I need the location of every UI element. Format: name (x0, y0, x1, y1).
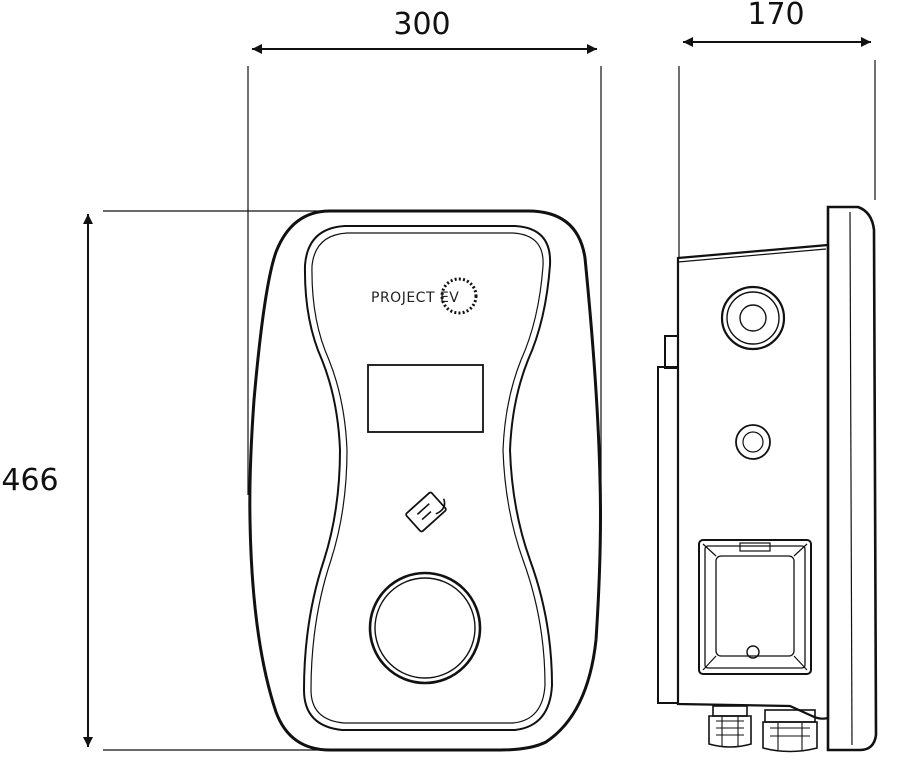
side-wall-bracket (657, 366, 679, 704)
height-dimension: 466 (1, 210, 330, 751)
depth-dimension-label: 170 (747, 0, 804, 32)
rfid-card-icon (405, 491, 447, 533)
side-body-top-edge (677, 248, 827, 263)
charging-socket-inner-ring (374, 577, 476, 679)
side-socket-cover (698, 539, 812, 675)
side-view (657, 205, 878, 753)
side-socket-cover-hinge (739, 542, 771, 552)
front-faceplate-inner-edge (310, 232, 546, 724)
side-socket-cover-frame (698, 539, 812, 675)
side-small-knockout-outer (735, 424, 771, 460)
width-dimension: 300 (247, 7, 602, 495)
front-faceplate-outline (302, 225, 554, 731)
height-dimension-label: 466 (1, 463, 58, 498)
side-large-knockout-ring (726, 291, 780, 345)
side-wall-bracket-tab (664, 335, 679, 369)
brand-logo: PROJECT EV (371, 277, 478, 315)
width-dimension-label: 300 (393, 7, 450, 42)
side-large-knockout-inner (739, 304, 767, 332)
side-large-knockout-outer (720, 285, 786, 351)
side-front-cover (826, 205, 878, 752)
front-housing-outline (248, 209, 602, 752)
side-cable-gland-left (708, 705, 752, 748)
side-cable-gland-right (762, 709, 818, 753)
charging-socket-outer-ring (368, 571, 482, 685)
front-view: PROJECT EV (248, 209, 602, 752)
side-front-cover-edge (849, 211, 853, 746)
side-socket-cover-latch (746, 645, 760, 659)
display-screen (367, 364, 484, 433)
brand-logo-text: PROJECT EV (371, 290, 459, 306)
depth-dimension: 170 (678, 0, 876, 258)
brand-logo-ring-icon (440, 277, 478, 315)
side-small-knockout-inner (742, 431, 764, 453)
